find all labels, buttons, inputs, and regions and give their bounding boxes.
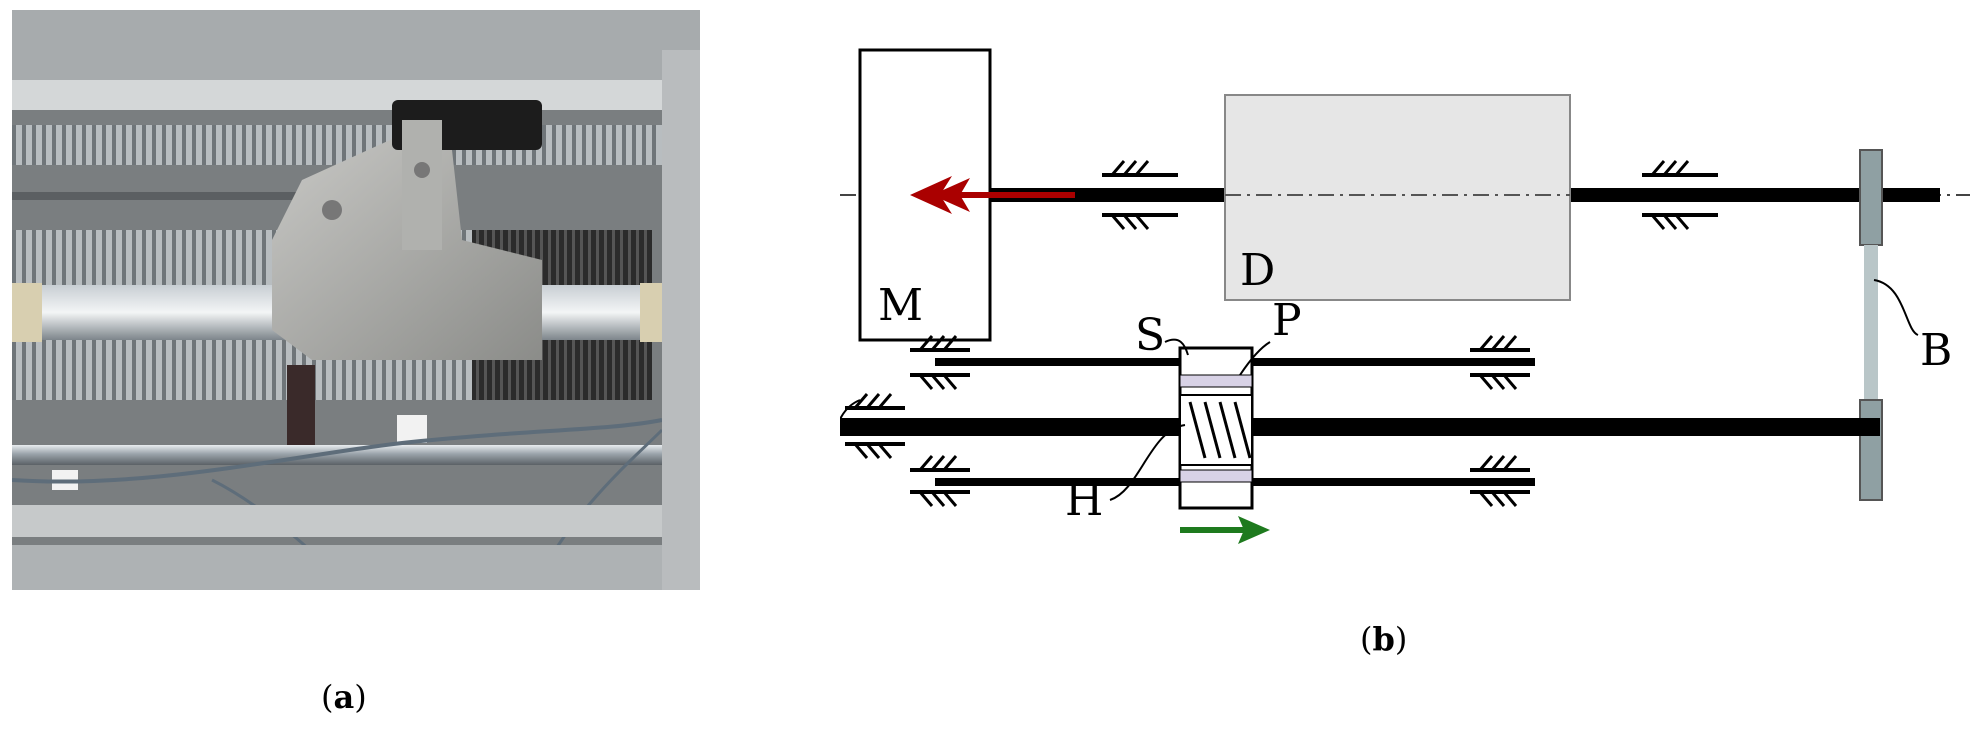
bearing-hatch xyxy=(930,491,946,507)
bearing-hatch xyxy=(1650,214,1666,230)
helix-line xyxy=(1203,401,1222,459)
bearing-hatch xyxy=(930,374,946,390)
bearing-hatch xyxy=(853,443,869,459)
bearing-hatch xyxy=(1502,455,1518,471)
base-rail xyxy=(12,545,700,590)
caption-a: (a) xyxy=(321,678,367,716)
bearing-hatch xyxy=(930,455,946,471)
caption-b: (b) xyxy=(1360,620,1408,658)
bearing-hatch xyxy=(853,393,869,409)
caption-b-letter: b xyxy=(1372,620,1395,658)
belt xyxy=(1864,245,1878,400)
caption-a-letter: a xyxy=(333,678,355,716)
bearing-hatch xyxy=(1662,160,1678,176)
pad-P-upper xyxy=(1179,374,1253,388)
bearing-hatch xyxy=(918,335,934,351)
motor-bracket xyxy=(402,120,442,250)
bearing-hatch xyxy=(918,491,934,507)
label-H: H xyxy=(1065,475,1103,526)
pad-P-lower xyxy=(1179,469,1253,483)
bearing-hatch xyxy=(1134,214,1150,230)
leader-B xyxy=(1873,279,1919,336)
label-D: D xyxy=(1240,245,1275,296)
leader-S xyxy=(1164,338,1189,356)
bearing-hatch xyxy=(918,374,934,390)
cable xyxy=(12,192,432,200)
bearing-hatch xyxy=(1674,160,1690,176)
rod-tape-left xyxy=(12,283,42,342)
bearing-hatch xyxy=(1478,491,1494,507)
lower-rod xyxy=(12,445,672,465)
helix-line xyxy=(1233,401,1252,459)
bearing-hatch xyxy=(918,455,934,471)
red-arrow-head xyxy=(910,176,952,214)
bearing-hatch xyxy=(1502,335,1518,351)
mechanism-schematic: MDBSPHR xyxy=(840,48,1970,544)
bearing-hatch xyxy=(1478,455,1494,471)
green-arrow-head xyxy=(1238,516,1270,544)
drum-box xyxy=(1224,94,1571,301)
bearing-hatch xyxy=(877,443,893,459)
bearing-hatch xyxy=(1110,160,1126,176)
bearing-hatch xyxy=(1478,335,1494,351)
bearing-hatch xyxy=(942,491,958,507)
pulley-top xyxy=(1859,149,1883,246)
leader-R xyxy=(840,399,861,422)
bearing-hatch xyxy=(1490,374,1506,390)
bearing-hatch xyxy=(1662,214,1678,230)
label-P: P xyxy=(1272,295,1302,346)
bearing-hatch xyxy=(930,335,946,351)
label-S: S xyxy=(1135,310,1165,361)
side-frame xyxy=(662,50,700,590)
bearing-hatch xyxy=(865,393,881,409)
label-B: B xyxy=(1920,325,1952,376)
bearing-hatch xyxy=(877,393,893,409)
bearing-hatch xyxy=(1650,160,1666,176)
bearing-hatch xyxy=(1490,455,1506,471)
top-cover xyxy=(12,10,700,90)
bearing-hatch xyxy=(1110,214,1126,230)
bearing-hatch xyxy=(1122,214,1138,230)
pulley-bottom xyxy=(1859,399,1883,501)
bearing-hatch xyxy=(1502,491,1518,507)
tag xyxy=(397,415,427,443)
helix-line xyxy=(1188,401,1207,459)
bearing-hatch xyxy=(942,374,958,390)
wire xyxy=(12,418,663,484)
bearing-hatch xyxy=(942,335,958,351)
machine-photo xyxy=(12,10,700,590)
base-rail xyxy=(12,505,700,537)
top-rail xyxy=(12,80,672,110)
leader-H xyxy=(1109,424,1186,501)
helix-line xyxy=(1218,401,1237,459)
bearing-hatch xyxy=(865,443,881,459)
bearing-hatch xyxy=(1490,491,1506,507)
bearing-hatch xyxy=(942,455,958,471)
bolt xyxy=(322,200,342,220)
label-M: M xyxy=(878,280,923,331)
bolt xyxy=(414,162,430,178)
bearing-hatch xyxy=(1122,160,1138,176)
bearing-hatch xyxy=(1502,374,1518,390)
bearing-hatch xyxy=(1134,160,1150,176)
lead-screw xyxy=(840,418,1880,436)
bearing-hatch xyxy=(1478,374,1494,390)
leader-P xyxy=(1239,341,1271,376)
bearing-hatch xyxy=(1490,335,1506,351)
upper-screw xyxy=(12,125,662,165)
red-arrow-head-2 xyxy=(932,178,970,212)
bearing-hatch xyxy=(1674,214,1690,230)
